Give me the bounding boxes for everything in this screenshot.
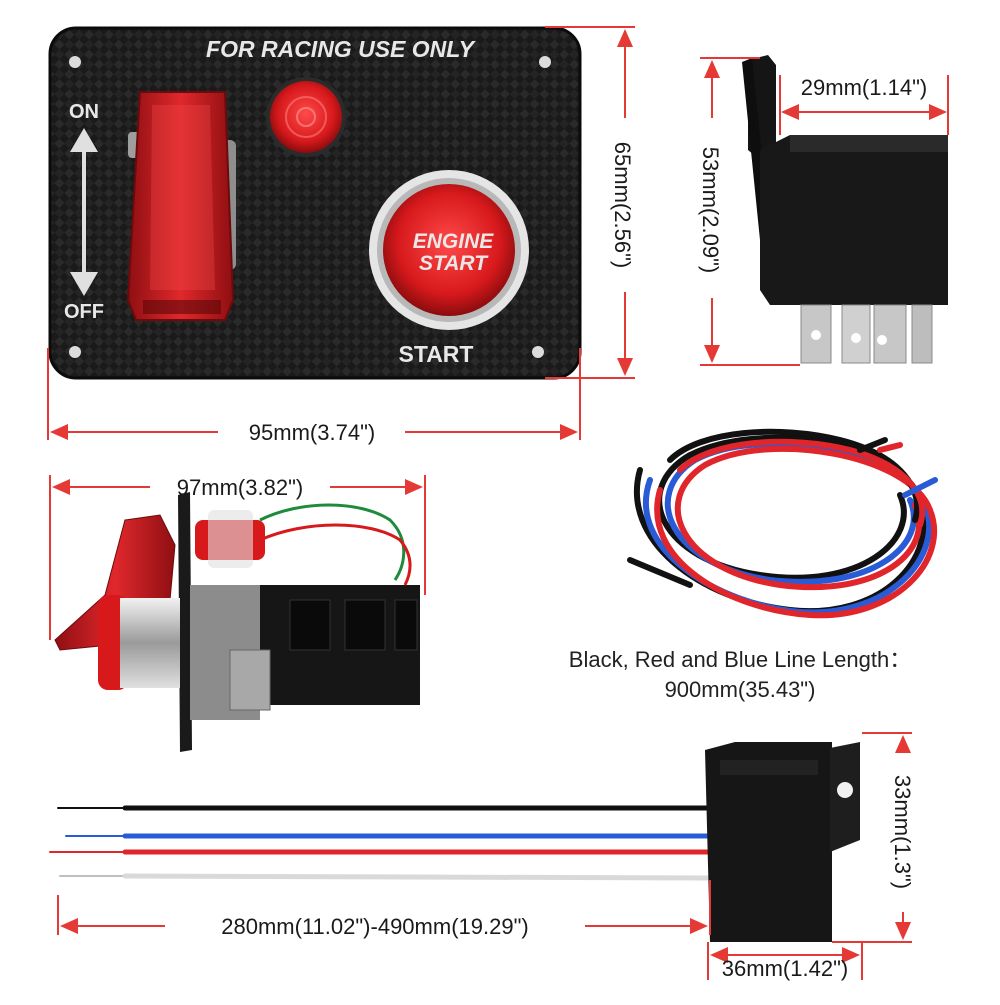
on-off-arrow-icon	[70, 128, 98, 296]
side-depth-label: 97mm(3.82")	[177, 475, 303, 500]
start-label: START	[399, 341, 474, 367]
panel-width-dimension: 95mm(3.74")	[47, 348, 581, 445]
panel-height-label: 65mm(2.56")	[610, 142, 635, 268]
engine-label: ENGINE	[413, 230, 495, 253]
lead-length-label: 280mm(11.02")-490mm(19.29")	[221, 914, 528, 939]
mounting-hole	[69, 346, 81, 358]
off-label: OFF	[64, 301, 104, 323]
socket-height-dimension: 33mm(1.3")	[832, 732, 915, 943]
panel-width-label: 95mm(3.74")	[249, 420, 375, 445]
relay-height-label: 53mm(2.09")	[698, 147, 723, 273]
side-view-assembly	[54, 492, 420, 752]
relay-width-dimension: 29mm(1.14")	[779, 75, 949, 135]
caption-line1: Black, Red and Blue Line Length：	[568, 647, 912, 672]
relay	[742, 55, 948, 364]
coiled-wires	[627, 428, 938, 619]
mounting-hole	[532, 346, 544, 358]
socket-width-label: 36mm(1.42")	[722, 956, 848, 981]
side-depth-dimension: 97mm(3.82")	[49, 475, 426, 640]
wire-length-caption: Black, Red and Blue Line Length： 900mm(3…	[520, 645, 960, 705]
caption-line2: 900mm(35.43")	[664, 677, 816, 702]
start-button-label: START	[419, 252, 489, 275]
lead-length-dimension: 280mm(11.02")-490mm(19.29")	[57, 880, 711, 939]
relay-socket	[705, 742, 860, 942]
mounting-hole	[539, 56, 551, 68]
relay-width-label: 29mm(1.14")	[801, 75, 927, 100]
on-label: ON	[69, 101, 99, 123]
toggle-switch-cover	[126, 91, 236, 321]
socket-width-dimension: 36mm(1.42")	[707, 942, 863, 981]
mounting-hole	[69, 56, 81, 68]
panel-height-dimension: 65mm(2.56")	[545, 26, 635, 379]
panel-top-label: FOR RACING USE ONLY	[206, 36, 477, 62]
socket-height-label: 33mm(1.3")	[890, 775, 915, 889]
switch-panel: FOR RACING USE ONLY ON OFF	[48, 26, 582, 380]
engine-start-button	[369, 170, 529, 330]
relay-height-dimension: 53mm(2.09")	[698, 57, 800, 366]
indicator-light	[266, 77, 346, 157]
relay-socket-leads	[49, 805, 713, 881]
